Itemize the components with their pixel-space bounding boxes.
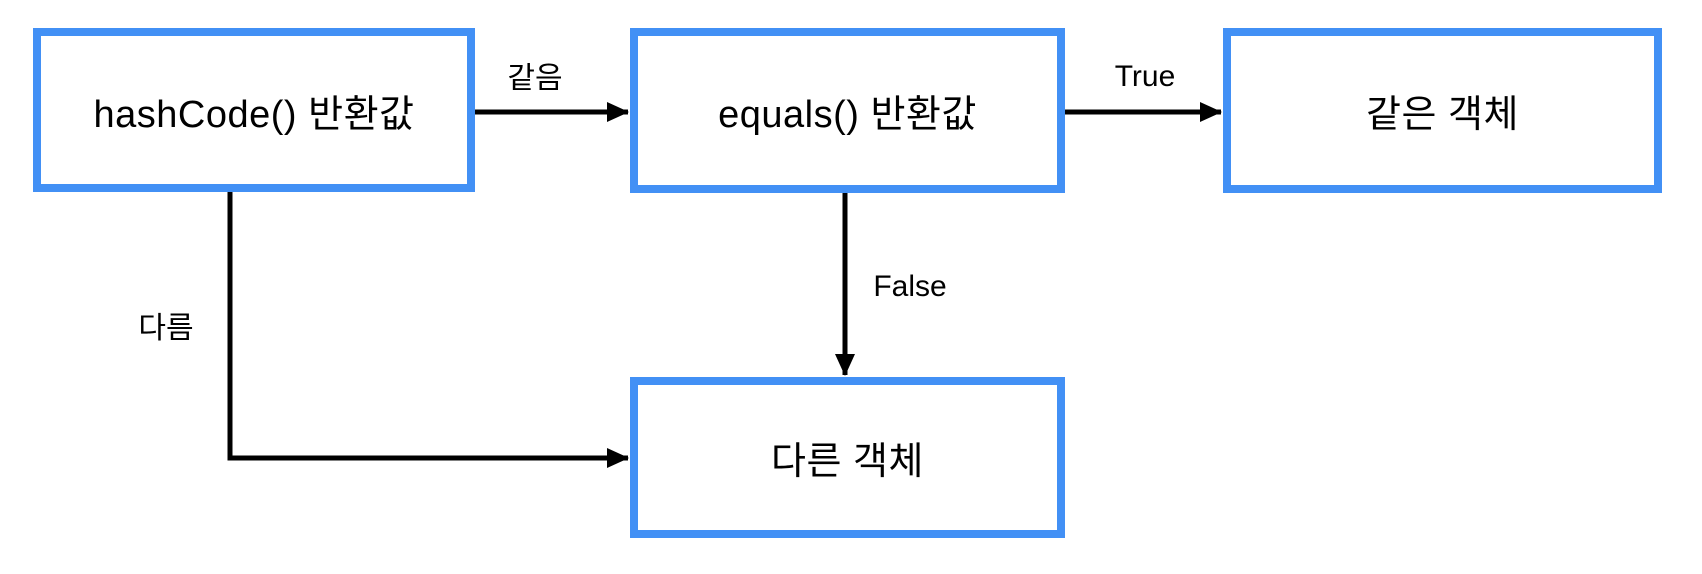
edge-label-same: 같음 — [507, 62, 563, 95]
node-hashcode-label: hashCode() 반환값 — [93, 93, 415, 136]
edge-label-different: 다름 — [138, 312, 194, 345]
node-hashcode-return-value: hashCode() 반환값 — [33, 28, 475, 192]
node-equals-label: equals() 반환값 — [718, 94, 977, 136]
node-equals-return-value: equals() 반환값 — [630, 28, 1065, 193]
node-different-label: 다른 객체 — [771, 441, 924, 483]
node-same-label: 같은 객체 — [1366, 94, 1519, 136]
edge-label-true: True — [1114, 60, 1176, 93]
node-same-object: 같은 객체 — [1223, 28, 1662, 193]
edge-label-false: False — [873, 270, 947, 303]
edge-hashcode-to-different — [227, 192, 629, 468]
node-different-object: 다른 객체 — [630, 377, 1065, 538]
